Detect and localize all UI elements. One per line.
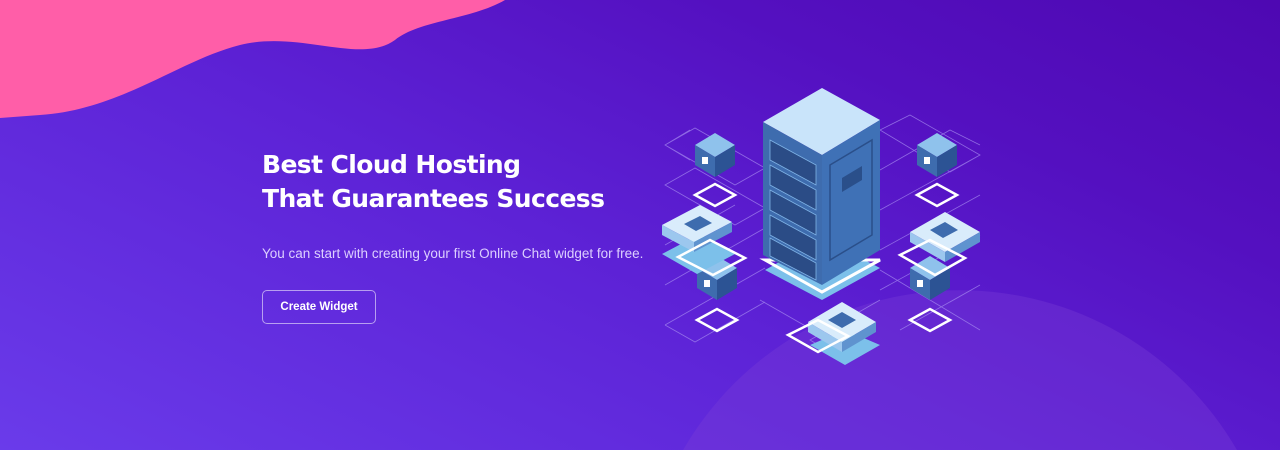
hero-section: Best Cloud Hosting That Guarantees Succe…: [262, 148, 643, 324]
pink-blob: [0, 0, 505, 118]
cube-icon: [910, 256, 950, 300]
router-icon: [808, 302, 880, 365]
router-icon: [910, 212, 980, 262]
hero-title-line1: Best Cloud Hosting: [262, 150, 521, 179]
server-rack-icon: [759, 88, 881, 300]
create-widget-button[interactable]: Create Widget: [262, 290, 376, 324]
hero-title: Best Cloud Hosting That Guarantees Succe…: [262, 148, 643, 216]
hero-title-line2: That Guarantees Success: [262, 184, 605, 213]
hero-subtitle: You can start with creating your first O…: [262, 246, 644, 261]
connector-tiles: [675, 182, 968, 354]
cube-icon: [695, 133, 735, 177]
cube-icon: [917, 133, 957, 177]
